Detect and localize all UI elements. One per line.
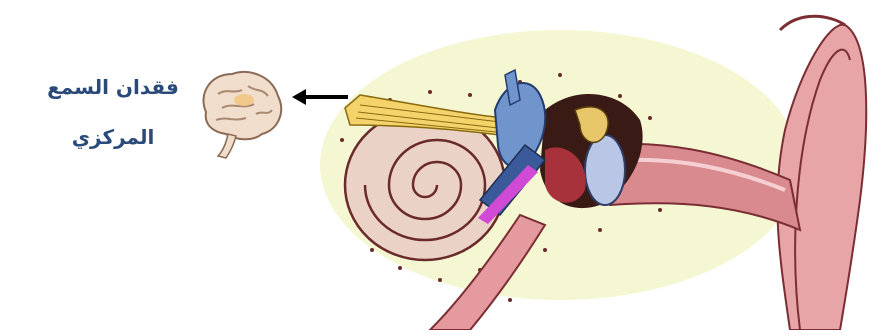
brain-icon bbox=[192, 64, 288, 160]
eardrum bbox=[585, 135, 625, 205]
label-line-2: المركزي bbox=[28, 112, 198, 162]
pinna bbox=[777, 25, 866, 330]
central-hearing-loss-label: فقدان السمع المركزي bbox=[28, 62, 198, 162]
label-line-1: فقدان السمع bbox=[28, 62, 198, 112]
arrow-left-icon bbox=[290, 86, 350, 108]
